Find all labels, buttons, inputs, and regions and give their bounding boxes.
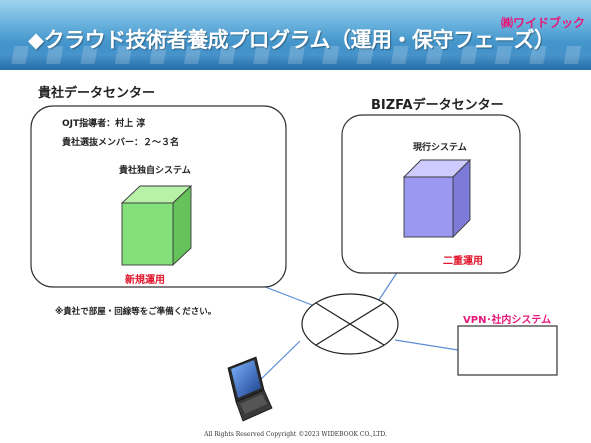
page-title: ◆クラウド技術者養成プログラム（運用・保守フェーズ） [28,28,555,52]
selected-members-text: 貴社選抜メンバー：２～３名 [62,138,180,148]
vpn-system-box [457,325,558,376]
bizfa-datacenter-title: BIZFAデータセンター [371,98,504,113]
current-system-cube [402,158,472,239]
client-system-label: 貴社独自システム [119,166,191,176]
wave-decoration [0,46,591,64]
client-system-cube [120,184,193,267]
link-hub-to-vpn [394,339,459,351]
ojt-instructor-text: OJT指導者：村上 淳 [62,119,146,129]
current-system-label: 現行システム [413,143,467,153]
laptop-icon [227,356,273,422]
client-datacenter-title: 貴社データセンター [38,86,156,101]
new-operation-label: 新規運用 [125,275,165,286]
vpn-system-label: VPN･社内システム [463,315,552,326]
copyright-footer: All Rights Reserved Copyright ©2023 WIDE… [204,431,387,438]
title-banner: ◆クラウド技術者養成プログラム（運用・保守フェーズ） ㈱ワイドブック [0,0,591,70]
sea-background [0,40,591,70]
client-note-text: ※貴社で部屋・回線等をご準備ください。 [55,307,217,317]
dual-operation-label: 二重運用 [443,256,483,267]
brand-logo-text: ㈱ワイドブック [500,16,585,30]
network-hub [301,293,399,355]
